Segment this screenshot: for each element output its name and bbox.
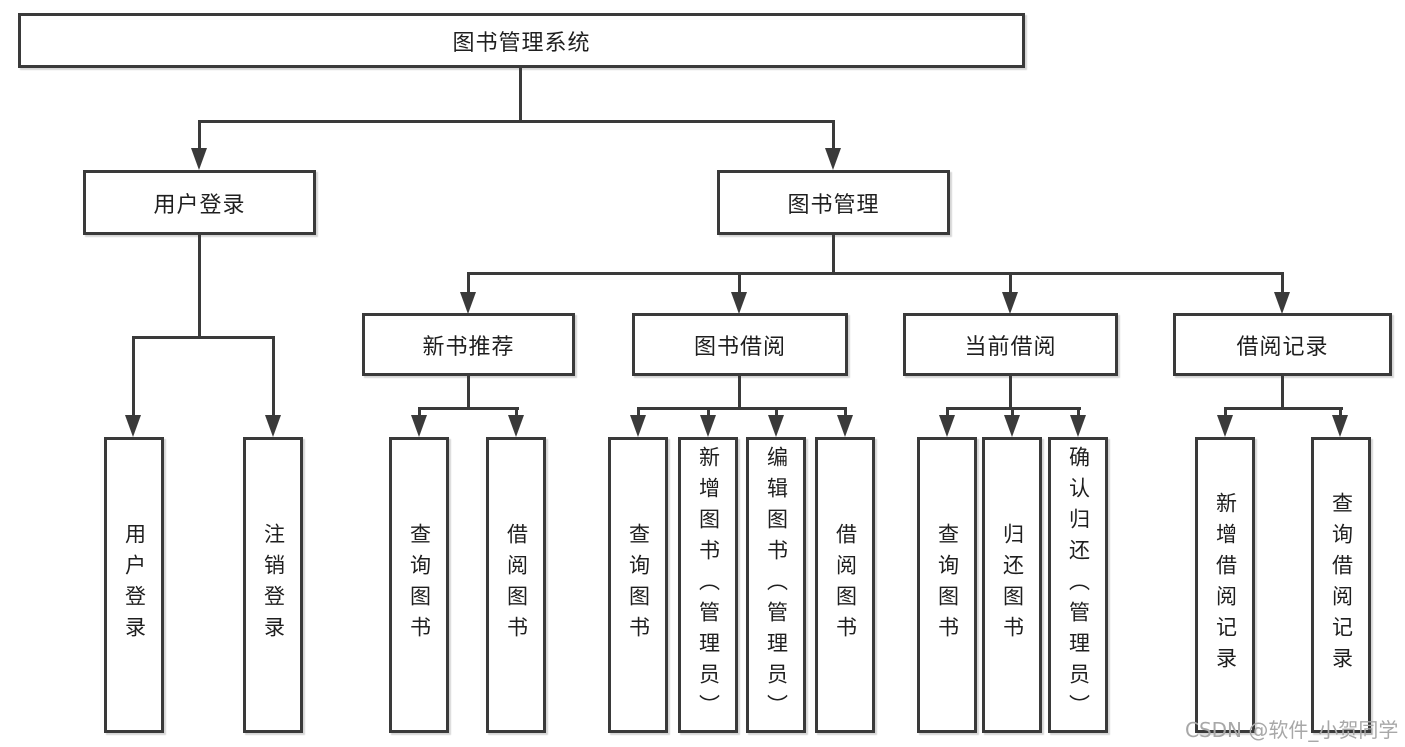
arrowhead-down-icon <box>460 292 476 314</box>
node-leaf-query-borrow-record: 查询借阅记录 <box>1311 437 1371 733</box>
connector-line <box>1224 407 1343 410</box>
connector-line <box>515 407 518 417</box>
connector-line <box>1281 376 1284 407</box>
connector-line <box>707 407 710 417</box>
arrowhead-down-icon <box>411 415 427 437</box>
node-book-borrow: 图书借阅 <box>632 313 848 376</box>
node-user-login: 用户登录 <box>83 170 316 235</box>
arrowhead-down-icon <box>768 415 784 437</box>
connector-line <box>1281 272 1284 292</box>
arrowhead-down-icon <box>1070 415 1086 437</box>
node-leaf-borrow-book: 借阅图书 <box>815 437 875 733</box>
connector-line <box>1339 407 1342 417</box>
arrowhead-down-icon <box>630 415 646 437</box>
connector-line <box>1224 407 1227 417</box>
arrowhead-down-icon <box>1002 292 1018 314</box>
connector-line <box>519 68 522 120</box>
arrowhead-down-icon <box>700 415 716 437</box>
connector-line <box>132 336 135 415</box>
connector-line <box>132 336 275 339</box>
node-leaf-query-book-borrow: 查询图书 <box>608 437 668 733</box>
arrowhead-down-icon <box>265 415 281 437</box>
node-leaf-query-book-current: 查询图书 <box>917 437 977 733</box>
arrowhead-down-icon <box>731 292 747 314</box>
arrowhead-down-icon <box>1217 415 1233 437</box>
node-root: 图书管理系统 <box>18 13 1025 68</box>
arrowhead-down-icon <box>191 148 207 170</box>
arrowhead-down-icon <box>837 415 853 437</box>
connector-line <box>272 336 275 415</box>
connector-line <box>738 272 741 292</box>
arrowhead-down-icon <box>939 415 955 437</box>
node-leaf-edit-book-admin: 编辑图书（管理员） <box>746 437 806 733</box>
node-leaf-return-book: 归还图书 <box>982 437 1042 733</box>
arrowhead-down-icon <box>1274 292 1290 314</box>
node-new-book-recommend: 新书推荐 <box>362 313 575 376</box>
connector-line <box>1009 376 1012 407</box>
connector-line <box>738 376 741 407</box>
connector-line <box>832 120 835 150</box>
node-leaf-query-book-recommend: 查询图书 <box>389 437 449 733</box>
connector-line <box>637 407 640 417</box>
arrowhead-down-icon <box>1004 415 1020 437</box>
connector-line <box>467 272 1284 275</box>
connector-line <box>832 235 835 272</box>
connector-line <box>418 407 519 410</box>
node-current-borrow: 当前借阅 <box>903 313 1118 376</box>
node-leaf-user-login: 用户登录 <box>104 437 164 733</box>
node-book-mgmt: 图书管理 <box>717 170 950 235</box>
connector-line <box>844 407 847 417</box>
watermark: CSDN @软件_小贺同学 <box>1185 718 1399 742</box>
node-leaf-logout: 注销登录 <box>243 437 303 733</box>
arrowhead-down-icon <box>1332 415 1348 437</box>
connector-line <box>198 120 835 123</box>
connector-line <box>467 376 470 407</box>
node-leaf-add-borrow-record: 新增借阅记录 <box>1195 437 1255 733</box>
connector-line <box>775 407 778 417</box>
connector-line <box>1011 407 1014 417</box>
node-leaf-confirm-return-admin: 确认归还（管理员） <box>1048 437 1108 733</box>
connector-line <box>418 407 421 417</box>
connector-line <box>1009 272 1012 292</box>
arrowhead-down-icon <box>825 148 841 170</box>
connector-line <box>637 407 847 410</box>
node-leaf-add-book-admin: 新增图书（管理员） <box>678 437 738 733</box>
connector-line <box>1077 407 1080 417</box>
node-leaf-borrow-book-recommend: 借阅图书 <box>486 437 546 733</box>
connector-line <box>198 235 201 336</box>
connector-line <box>198 120 201 150</box>
node-borrow-record: 借阅记录 <box>1173 313 1392 376</box>
connector-line <box>946 407 949 417</box>
arrowhead-down-icon <box>125 415 141 437</box>
connector-line <box>467 272 470 292</box>
arrowhead-down-icon <box>508 415 524 437</box>
